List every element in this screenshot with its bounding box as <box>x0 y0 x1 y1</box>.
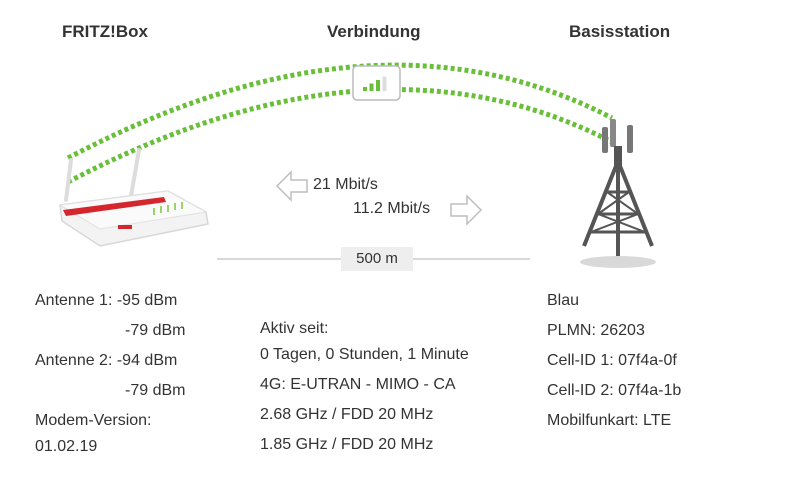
base-station-heading: Basisstation <box>569 22 671 41</box>
antenna1-strength-secondary: -79 dBm <box>125 322 186 339</box>
modem-version-value: 01.02.19 <box>35 438 98 455</box>
cell-id-1: Cell-ID 1: 07f4a-0f <box>547 352 677 369</box>
connection-technology: 4G: E-UTRAN - MIMO - CA <box>260 376 456 393</box>
upstream-arrow-icon <box>450 194 483 226</box>
antenna1-strength: Antenne 1: -95 dBm <box>35 292 178 309</box>
active-since-value: 0 Tagen, 0 Stunden, 1 Minute <box>260 346 469 363</box>
signal-bar <box>363 87 367 91</box>
cell-id-2: Cell-ID 2: 07f4a-1b <box>547 382 682 399</box>
base-station-info: Blau PLMN: 26203 Cell-ID 1: 07f4a-0f Cel… <box>547 286 681 436</box>
antenna2-strength: Antenne 2: -94 dBm <box>35 352 178 369</box>
frequency-band-2: 1.85 GHz / FDD 20 MHz <box>260 436 434 453</box>
plmn: PLMN: 26203 <box>547 322 645 339</box>
fritzbox-router-icon <box>58 148 209 247</box>
modem-version-label: Modem-Version: <box>35 412 152 429</box>
connection-heading: Verbindung <box>327 22 421 41</box>
antenna2-strength-secondary: -79 dBm <box>125 382 186 399</box>
network-type: Mobilfunkart: LTE <box>547 412 672 429</box>
base-station-tower-icon <box>580 119 656 268</box>
provider-name: Blau <box>547 292 580 309</box>
downstream-arrow-icon <box>275 170 308 202</box>
signal-bar <box>382 76 387 91</box>
connection-info: Aktiv seit: 0 Tagen, 0 Stunden, 1 Minute… <box>260 318 469 460</box>
signal-arc-upper <box>66 62 614 161</box>
active-since-label: Aktiv seit: <box>260 320 329 337</box>
downstream-rate: 21 Mbit/s <box>313 176 378 193</box>
distance-label: 500 m <box>341 247 413 271</box>
signal-bar <box>369 83 374 91</box>
signal-strength-icon <box>352 65 401 101</box>
fritzbox-info: Antenne 1: -95 dBm -79 dBm Antenne 2: -9… <box>35 286 185 458</box>
upstream-rate: 11.2 Mbit/s <box>353 200 431 217</box>
signal-arc-lower <box>66 87 614 185</box>
signal-bar <box>376 80 380 91</box>
fritzbox-heading: FRITZ!Box <box>62 22 148 41</box>
frequency-band-1: 2.68 GHz / FDD 20 MHz <box>260 406 434 423</box>
